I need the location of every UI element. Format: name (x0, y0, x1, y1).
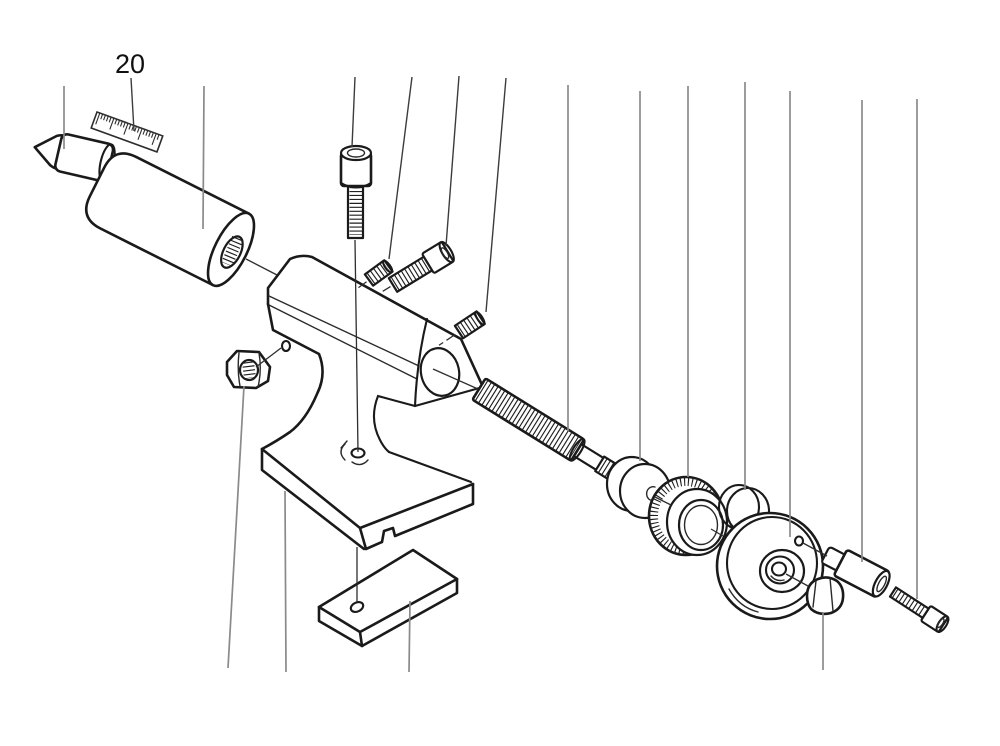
set-screw-2 (438, 310, 486, 346)
knurl-axis-dash (710, 528, 724, 537)
acorn-cap-nut (805, 576, 845, 616)
leader-set-screw-1 (388, 76, 413, 260)
axis-lines (245, 239, 828, 602)
nut-axis-dash (255, 347, 282, 368)
tailstock-quill (84, 152, 256, 288)
knurled-ring-nut (647, 475, 729, 557)
quill-lock-screw (382, 240, 455, 293)
leader-lock-screw (445, 75, 460, 247)
leader-scale (130, 77, 135, 132)
center-axis-line (354, 239, 359, 453)
lead-screw (471, 377, 625, 484)
washer-axis-dash (654, 496, 672, 506)
scale-ticks (95, 112, 160, 146)
leader-body (284, 490, 287, 673)
clamp-bolt-hole (280, 339, 292, 353)
hub-axis-dash (785, 573, 809, 587)
cap-screw-short (888, 586, 950, 634)
leader-set-screw-2 (485, 77, 507, 313)
bore-axis-dash (432, 368, 479, 390)
leader-quill (202, 85, 205, 230)
leader-lines (63, 75, 918, 673)
handle-grip (821, 546, 891, 598)
handle-mount-hole (793, 535, 805, 547)
cap-screw-long (339, 144, 373, 240)
plate-hole (349, 601, 365, 613)
hex-nut (225, 349, 272, 390)
leader-base-plate (408, 600, 411, 673)
grip-axis-dash (802, 542, 828, 557)
tailstock-body (260, 254, 485, 551)
leader-cap-screw-long (351, 76, 356, 148)
leader-hex-nut (227, 385, 245, 669)
quill-axis-dash (245, 258, 278, 276)
handwheel (715, 511, 825, 621)
set-screw-1 (358, 259, 394, 289)
base-plate (317, 548, 459, 648)
callout-20-label: 20 (115, 49, 145, 79)
hex-socket (346, 148, 366, 158)
graduated-scale (90, 110, 164, 153)
